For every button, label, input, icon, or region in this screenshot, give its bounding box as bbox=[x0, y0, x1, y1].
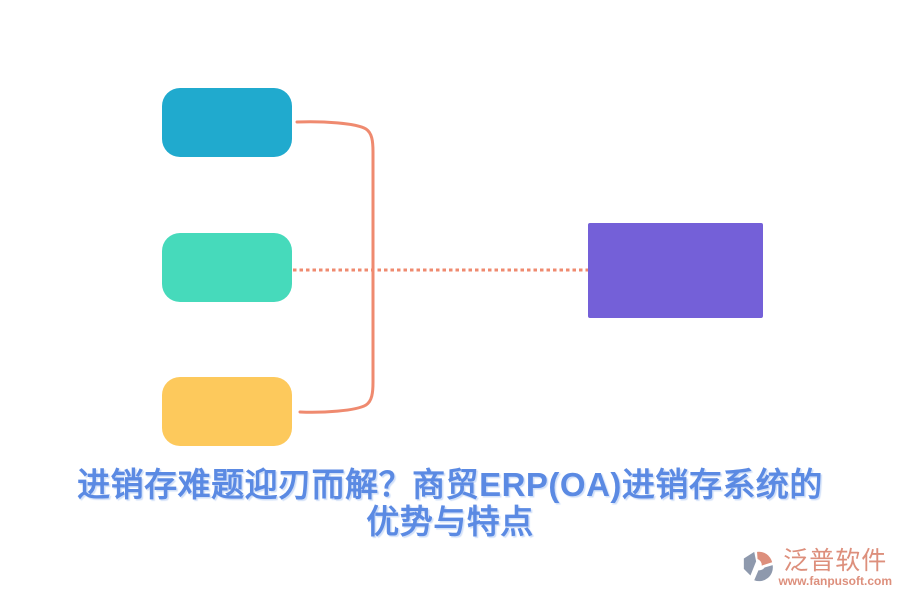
branch-node-middle bbox=[162, 233, 292, 302]
brand-url: www.fanpusoft.com bbox=[778, 574, 892, 588]
bracket-connector bbox=[295, 120, 375, 414]
branch-node-top bbox=[162, 88, 292, 157]
page-title-line2: 优势与特点 bbox=[366, 503, 534, 540]
brand-logo: 泛普软件 www.fanpusoft.com bbox=[741, 548, 892, 588]
brand-name: 泛普软件 bbox=[783, 547, 888, 575]
page-title: 进销存难题迎刃而解？商贸ERP(OA)进销存系统的 优势与特点 bbox=[0, 466, 900, 540]
page-title-line1: 进销存难题迎刃而解？商贸ERP(OA)进销存系统的 bbox=[77, 466, 823, 503]
root-node bbox=[588, 223, 763, 318]
fanpu-logo-icon bbox=[744, 551, 774, 582]
branch-node-bottom bbox=[162, 377, 292, 446]
